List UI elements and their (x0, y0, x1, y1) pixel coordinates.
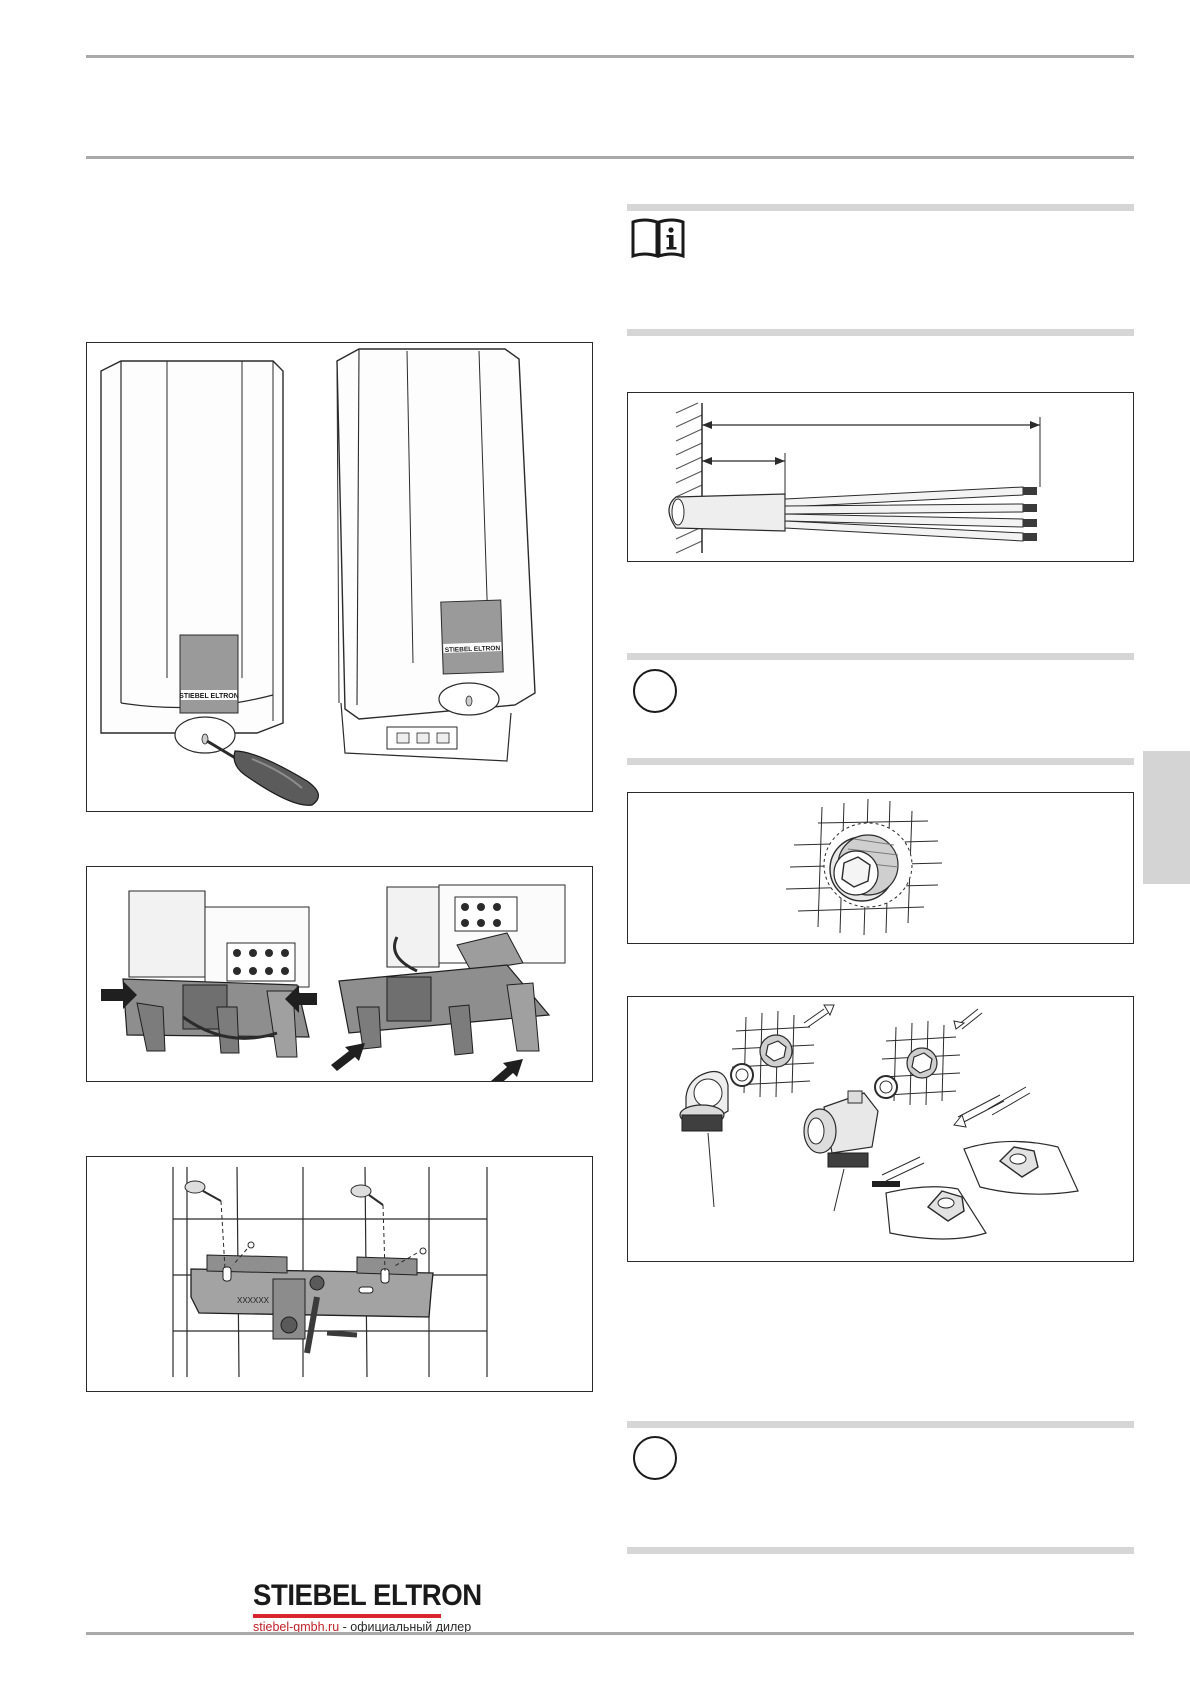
circle-note-icon (633, 669, 677, 713)
dealer-caption: stiebel-gmbh.ru - официальный дилер (253, 1619, 471, 1635)
info-panel-bottom-bar (627, 329, 1134, 336)
circle-note-icon (633, 1436, 677, 1480)
section-side-tab (1143, 751, 1190, 884)
device-label-left: STIEBEL ELTRON (179, 693, 239, 700)
figure-terminal-clamps (86, 866, 593, 1082)
brand-logo-underline (253, 1614, 441, 1618)
figure-cable-stripping (627, 392, 1134, 562)
book-info-icon (630, 216, 686, 260)
brand-logo: STIEBEL ELTRON (253, 1579, 482, 1612)
note-panel-2-top-bar (627, 1421, 1134, 1428)
note-panel-1-top-bar (627, 653, 1134, 660)
footer-rule (86, 1632, 1134, 1635)
device-label-right: STIEBEL ELTRON (445, 645, 501, 654)
info-panel-top-bar (627, 204, 1134, 211)
note-panel-2-bottom-bar (627, 1547, 1134, 1554)
dealer-url[interactable]: stiebel-gmbh.ru (253, 1620, 340, 1634)
figure-mounting-bracket: XXXXXX (86, 1156, 593, 1392)
figure-wall-connection (627, 792, 1134, 944)
dealer-caption-text: - официальный дилер (339, 1620, 472, 1634)
note-panel-1-bottom-bar (627, 758, 1134, 765)
header-rule-top (86, 55, 1134, 58)
figure-device-opening: STIEBEL ELTRON STIEBEL ELTRON (86, 342, 593, 812)
figure-pipe-fittings (627, 996, 1134, 1262)
header-rule-bottom (86, 156, 1134, 159)
bracket-marking: XXXXXX (237, 1296, 270, 1305)
